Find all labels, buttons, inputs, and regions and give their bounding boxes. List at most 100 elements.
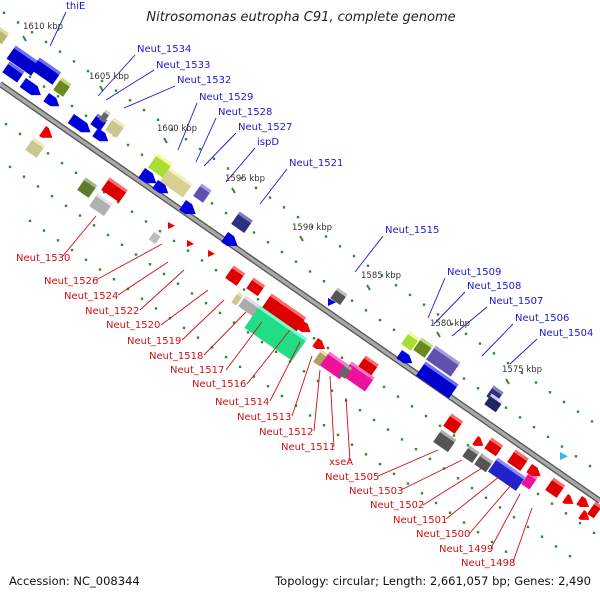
tick-dot: [212, 157, 216, 160]
leader-line-forward: [123, 85, 176, 109]
tick-dot: [352, 254, 356, 258]
gene-block-blue-1: [6, 45, 41, 76]
tick-mark: [299, 235, 304, 242]
tick-dot: [36, 185, 40, 188]
gene-block-navy-1-top: [238, 211, 253, 224]
gene-block-grey-6-face: [474, 456, 492, 473]
gene-block-red-9-face: [545, 480, 564, 498]
gene-block-red-3: [246, 277, 266, 297]
tick-dot: [210, 202, 214, 205]
tick-dot: [478, 342, 482, 345]
gene-label-Neut_1501: Neut_1501: [393, 515, 447, 526]
leader-line-forward: [509, 338, 538, 365]
gene-block-tan-5-face: [313, 352, 327, 367]
accession-text: Accession: NC_008344: [9, 574, 140, 588]
gene-arrow-blue-10-shape: [152, 180, 169, 194]
gene-arrow-red-7-shape: [576, 496, 590, 507]
tick-dot: [172, 239, 176, 243]
gene-block-lime-2-face: [401, 334, 418, 351]
gene-block-pink-3-face: [521, 474, 537, 490]
tick-dot: [142, 108, 146, 112]
tick-dot: [358, 409, 362, 412]
tick-dot: [92, 224, 96, 227]
gene-block-purple-1: [193, 183, 212, 203]
gene-block-blue-4-top: [38, 57, 62, 75]
gene-block-olive-2-face: [77, 180, 96, 198]
gene-block-grey-4-face: [433, 432, 455, 453]
tick-dot: [260, 340, 264, 344]
tick-dot: [340, 356, 344, 359]
gene-block-purple-2: [426, 345, 461, 377]
tick-dot: [506, 361, 510, 365]
gene-block-lime-1-top: [156, 153, 173, 167]
gene-block-grey-4: [433, 429, 457, 453]
gene-block-green-2: [413, 337, 434, 358]
tick-dot: [294, 404, 298, 407]
gene-arrow-red-5: [526, 464, 541, 477]
tick-dot: [156, 118, 160, 122]
tick-dot: [536, 492, 540, 496]
tick-dot: [30, 31, 34, 34]
gene-block-purple-2-face: [426, 348, 459, 377]
gene-label-Neut_1511: Neut_1511: [281, 442, 335, 453]
gene-block-blue-2: [2, 61, 25, 83]
tick-dot: [576, 410, 580, 413]
tick-dot: [266, 241, 270, 244]
leader-line-forward: [225, 147, 256, 183]
tick-dot: [428, 457, 432, 461]
gene-label-Neut_1508: Neut_1508: [467, 281, 521, 292]
leader-line-forward: [451, 306, 488, 337]
gene-label-Neut_1514: Neut_1514: [215, 397, 269, 408]
tick-dot: [400, 438, 404, 441]
gene-arrow-blue-11: [179, 200, 196, 215]
position-label-1610: 1610 kbp: [23, 22, 63, 32]
gene-block-grey-5-top: [468, 445, 480, 455]
position-label-1580: 1580 kbp: [430, 319, 470, 329]
gene-block-blue-14-face: [416, 364, 457, 399]
gene-block-red-4-top: [270, 293, 307, 320]
gene-label-Neut_1503: Neut_1503: [349, 486, 403, 497]
position-label-1600: 1600 kbp: [157, 124, 197, 134]
gene-block-red-8: [507, 449, 529, 471]
gene-block-lightgrey-3-top: [244, 295, 263, 310]
gene-label-Neut_1519: Neut_1519: [127, 336, 181, 347]
gene-block-red-5-face: [358, 358, 378, 376]
tick-mark: [231, 187, 236, 194]
genome-backbone: [0, 81, 600, 504]
tick-dot: [324, 235, 328, 238]
leader-line-forward: [433, 291, 466, 325]
gene-arrow-blue-5-shape: [43, 93, 60, 107]
gene-block-mint-1: [244, 305, 308, 361]
tick-mark: [22, 35, 27, 42]
gene-arrow-red-8-shape: [578, 510, 590, 520]
leader-line-reverse: [160, 289, 209, 326]
tick-dot: [294, 260, 298, 263]
leader-line-reverse: [377, 449, 439, 477]
gene-block-grey-3-face: [330, 290, 346, 306]
tick-dot: [28, 219, 32, 223]
gene-block-lightgrey-2: [148, 229, 163, 244]
tick-dot: [50, 194, 54, 198]
tick-dot: [484, 496, 488, 499]
gene-block-lightgrey-1-top: [96, 193, 113, 207]
gene-arrow-red-1-shape: [39, 126, 53, 138]
tick-dot: [196, 336, 200, 339]
gene-block-grey-5: [462, 445, 480, 464]
gene-block-red-6-face: [443, 416, 462, 434]
tick-dot: [70, 248, 74, 252]
gene-block-blue-1-top: [13, 45, 41, 66]
gene-block-grey-1-face: [98, 112, 109, 123]
tick-dot: [554, 545, 558, 548]
gene-label-xseA: xseA: [329, 457, 353, 468]
gene-arrow-blue-10: [152, 180, 169, 194]
gene-label-Neut_1530: Neut_1530: [16, 253, 70, 264]
gene-block-tan-1-top: [112, 117, 126, 128]
gene-block-blue-14-top: [424, 361, 459, 387]
gene-block-purple-1-top: [200, 183, 212, 193]
gene-label-Neut_1534: Neut_1534: [137, 44, 191, 55]
gene-block-grey-1-top: [104, 109, 111, 116]
tick-mark: [99, 85, 104, 92]
gene-label-ispD: ispD: [257, 137, 279, 148]
position-label-1595: 1595 kbp: [225, 174, 265, 184]
tick-dot: [224, 211, 228, 215]
